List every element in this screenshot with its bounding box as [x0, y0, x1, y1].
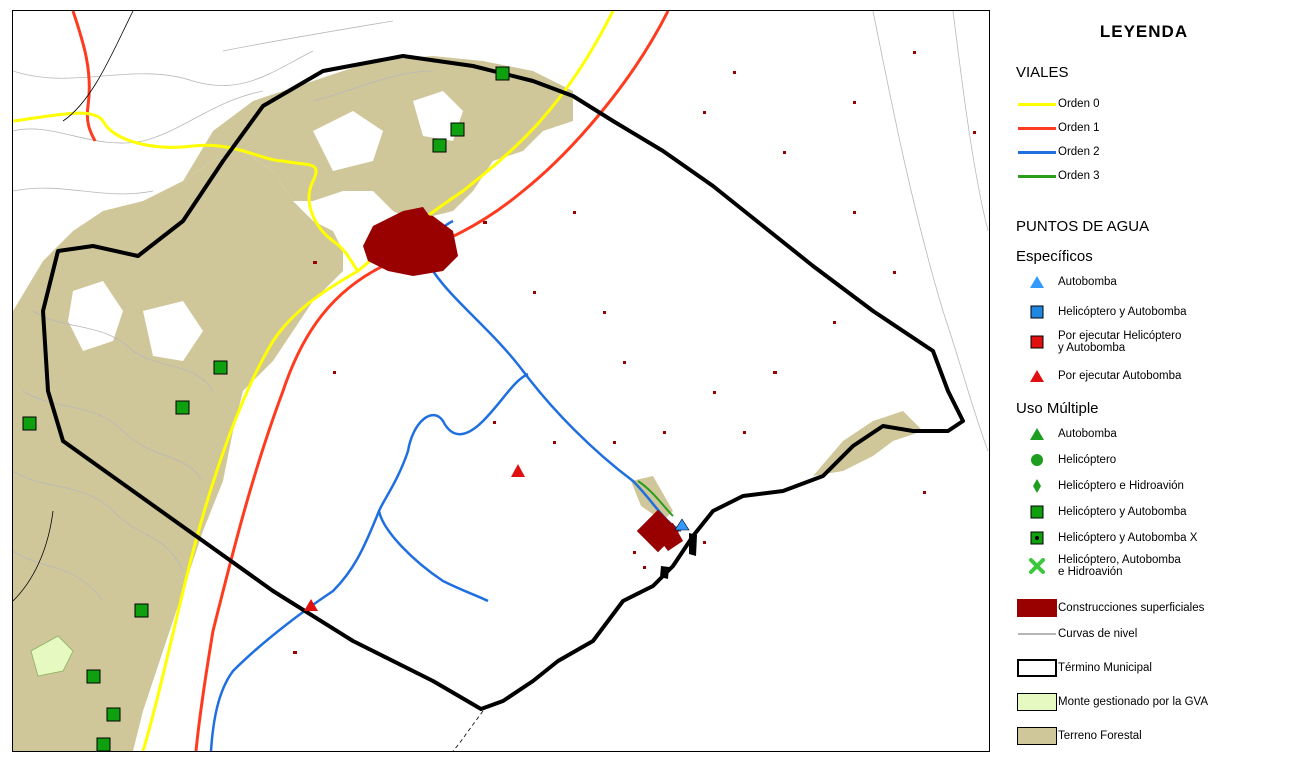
road-orden-0: [141, 269, 359, 751]
gva-managed-forest: [30, 635, 74, 677]
municipal-boundary: [41, 54, 965, 711]
legend-item-um-heli-auto: Helicóptero y Autobomba: [1016, 502, 1187, 522]
green-cross-icon: [1029, 558, 1045, 574]
dark-red-box-icon: [1017, 599, 1057, 617]
green-diamond-icon: [1033, 479, 1041, 493]
legend-title: LEYENDA: [1099, 22, 1189, 41]
white-box-icon: [1017, 659, 1057, 677]
viales-heading: VIALES: [1016, 64, 1069, 81]
forest-area-coast: [813, 411, 923, 476]
blue-triangle-icon: [674, 518, 690, 531]
green-square-icon: [450, 122, 465, 137]
legend-item-termino: Término Municipal: [1016, 658, 1152, 678]
green-square-icon: [432, 138, 447, 153]
green-square-icon: [175, 400, 190, 415]
legend-item-construcciones: Construcciones superficiales: [1016, 598, 1204, 618]
legend-item-esp-autobomba: Autobomba: [1016, 272, 1117, 292]
road-thin: [62, 11, 134, 122]
forest-area-coast: [631, 476, 673, 521]
legend-item-esp-por-ejecutar-auto: Por ejecutar Autobomba: [1016, 366, 1181, 386]
uso-multiple-heading: Uso Múltiple: [1016, 400, 1099, 417]
grey-line-icon: [1018, 633, 1056, 635]
legend-item-monte-gva: Monte gestionado por la GVA: [1016, 692, 1208, 712]
blue-line-icon: [1018, 150, 1056, 154]
water-points-uso-multiple: [22, 66, 510, 751]
green-square-icon: [96, 737, 111, 751]
green-triangle-icon: [1030, 428, 1044, 440]
harbour-jetty: [689, 533, 697, 556]
legend-item-um-autobomba: Autobomba: [1016, 424, 1117, 444]
forest-clearing: [68, 281, 123, 351]
green-square-icon: [1030, 505, 1044, 519]
road-orden-3: [637, 480, 674, 517]
green-circle-icon: [1031, 454, 1043, 466]
legend-item-terreno-forestal: Terreno Forestal: [1016, 726, 1142, 746]
map-panel: [12, 10, 990, 752]
legend-panel: LEYENDA VIALES Orden 0 Orden 1 Orden 2 O…: [1000, 10, 1288, 750]
legend-item-orden-3: Orden 3: [1016, 166, 1100, 186]
red-line-icon: [1018, 126, 1056, 130]
green-square-icon: [213, 360, 228, 375]
red-triangle-icon: [304, 599, 318, 611]
red-square-icon: [1030, 335, 1044, 349]
legend-item-orden-2: Orden 2: [1016, 142, 1100, 162]
puntos-de-agua-heading: PUNTOS DE AGUA: [1016, 218, 1150, 235]
road-orden-2: [377, 372, 529, 603]
legend-item-orden-1: Orden 1: [1016, 118, 1100, 138]
road-thin: [452, 710, 484, 751]
forest-clearing: [143, 301, 203, 361]
green-square-dot-icon: [1030, 531, 1044, 545]
legend-item-esp-heli-auto: Helicóptero y Autobomba: [1016, 302, 1187, 322]
map-canvas: [13, 11, 989, 751]
road-orden-1: [194, 11, 670, 751]
light-green-box-icon: [1017, 693, 1057, 711]
green-square-icon: [134, 603, 149, 618]
khaki-box-icon: [1017, 727, 1057, 745]
road-thin: [13, 510, 54, 602]
legend-item-um-helicoptero: Helicóptero: [1016, 450, 1116, 470]
legend-item-orden-0: Orden 0: [1016, 94, 1100, 114]
green-square-icon: [22, 416, 37, 431]
legend-item-um-heli-hidro: Helicóptero e Hidroavión: [1016, 476, 1184, 496]
legend-item-curvas: Curvas de nivel: [1016, 624, 1137, 644]
blue-square-icon: [1030, 305, 1044, 319]
harbour-jetty: [660, 566, 669, 579]
road-orden-0: [13, 111, 360, 273]
yellow-line-icon: [1018, 102, 1056, 106]
road-orden-2: [209, 510, 381, 751]
legend-item-esp-por-ejecutar-heli: Por ejecutar Helicóptero y Autobomba: [1016, 330, 1181, 354]
blue-triangle-icon: [1030, 276, 1044, 288]
forest-clearing: [313, 111, 383, 171]
red-triangle-icon: [1030, 370, 1044, 382]
legend-item-um-heli-auto-x: Helicóptero y Autobomba X: [1016, 528, 1197, 548]
green-square-icon: [106, 707, 121, 722]
green-square-icon: [86, 669, 101, 684]
red-triangle-icon: [511, 464, 525, 477]
legend-item-um-heli-auto-hidro: Helicóptero, Autobomba e Hidroavión: [1016, 554, 1181, 578]
green-line-icon: [1018, 174, 1056, 178]
road-orden-1: [71, 11, 97, 142]
especificos-heading: Específicos: [1016, 248, 1093, 265]
green-square-icon: [495, 66, 510, 81]
